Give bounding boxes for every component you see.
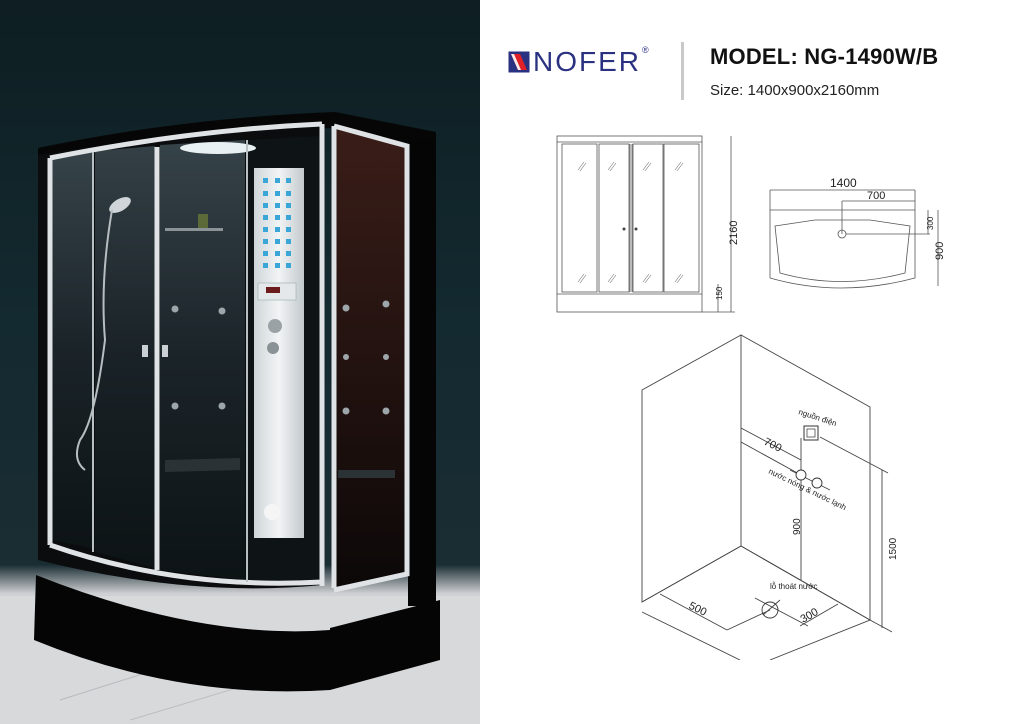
drain-label: lỗ thoát nước — [770, 582, 818, 591]
drain-hole-icon — [761, 601, 779, 619]
plan-center-dimension: 700 — [867, 190, 885, 202]
water-supply-label: nước nóng & nước lạnh — [767, 467, 848, 512]
size-spec: Size: 1400x900x2160mm — [710, 82, 880, 99]
height-dimension: 2160 — [728, 221, 740, 245]
front-elevation-drawing: 2160 150 — [556, 135, 740, 313]
dim-900: 900 — [792, 518, 803, 535]
brand-logo: NOFER ® — [508, 45, 649, 77]
control-panel — [254, 168, 304, 538]
brand-name: NOFER — [533, 46, 641, 77]
nofer-logo-icon — [508, 51, 530, 73]
model-title: MODEL: NG-1490W/B — [710, 44, 939, 69]
header-divider — [681, 42, 684, 100]
dim-700: 700 — [762, 436, 784, 455]
registered-mark: ® — [642, 45, 649, 55]
cold-water-inlet-icon — [811, 477, 823, 489]
dim-300: 300 — [799, 606, 821, 626]
power-source-label: nguồn điện — [797, 407, 837, 428]
base-dimension: 150 — [715, 286, 724, 300]
dim-1500: 1500 — [888, 537, 899, 560]
product-photo — [0, 0, 480, 724]
plan-depth-dimension: 900 — [934, 242, 946, 260]
hot-water-inlet-icon — [795, 469, 807, 481]
plan-view-drawing: 1400 700 300 900 — [769, 176, 946, 289]
dim-500: 500 — [687, 600, 709, 619]
plan-width-dimension: 1400 — [830, 176, 857, 190]
power-outlet-icon — [803, 425, 819, 441]
plan-offset-dimension: 300 — [926, 216, 935, 230]
installation-drawing: nguồn điện nước nóng & nước lạnh lỗ thoá… — [641, 334, 899, 660]
spec-sheet — [480, 0, 1024, 724]
shower-cabin-illustration — [0, 112, 480, 724]
